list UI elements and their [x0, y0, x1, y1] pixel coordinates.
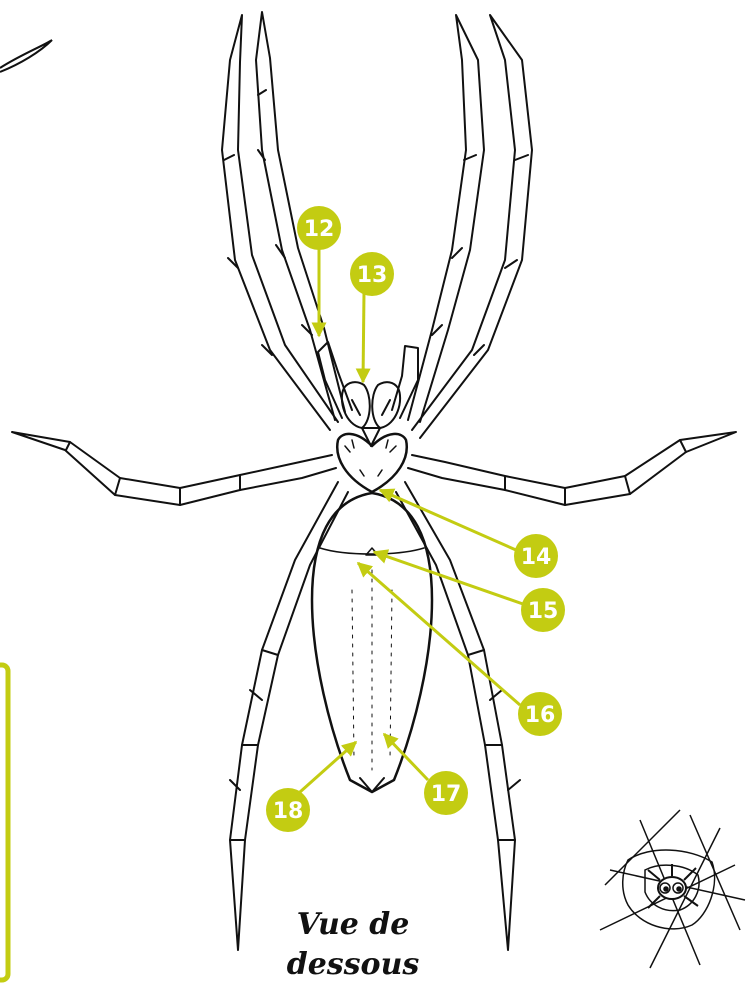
svg-text:14: 14	[521, 545, 552, 570]
spider-on-web-icon	[600, 810, 745, 968]
arrow-18	[300, 742, 356, 792]
arrow-16	[358, 563, 520, 705]
label-18: 18	[266, 788, 310, 832]
svg-text:16: 16	[525, 703, 556, 728]
pedipalp-right	[392, 346, 418, 418]
arrow-14	[380, 490, 516, 550]
leg-rear-left	[230, 482, 348, 950]
callout-labels: 12 13 14 15 16 17 18	[266, 206, 565, 832]
arrow-13	[363, 292, 364, 382]
svg-text:13: 13	[357, 263, 388, 288]
caption-line-2: dessous	[268, 945, 438, 985]
label-15: 15	[521, 588, 565, 632]
side-frame	[0, 665, 8, 980]
caption-line-1: Vue de	[268, 905, 438, 945]
label-16: 16	[518, 692, 562, 736]
svg-text:17: 17	[431, 782, 462, 807]
spinnerets	[360, 778, 384, 792]
spider-illustration	[12, 12, 736, 950]
label-14: 14	[514, 534, 558, 578]
label-13: 13	[350, 252, 394, 296]
leg-lateral-right	[408, 432, 736, 505]
arrow-17	[384, 734, 428, 780]
leg-lateral-left	[12, 432, 336, 505]
label-17: 17	[424, 771, 468, 815]
svg-text:12: 12	[304, 217, 335, 242]
leg-front-right	[408, 15, 484, 422]
edge-leg-fragment	[0, 40, 52, 72]
label-12: 12	[297, 206, 341, 250]
leg-second-right	[412, 15, 532, 438]
svg-text:15: 15	[528, 599, 559, 624]
view-caption: Vue de dessous	[268, 905, 438, 985]
svg-text:18: 18	[273, 799, 304, 824]
